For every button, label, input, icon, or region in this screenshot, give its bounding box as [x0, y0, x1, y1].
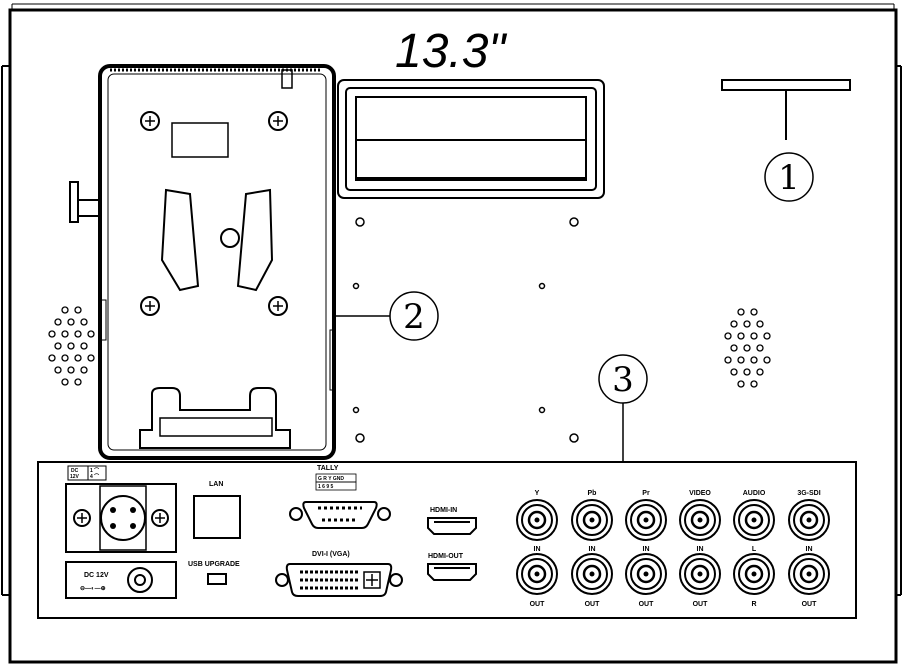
plate-screws: [140, 111, 288, 316]
hdmi-out-label: HDMI-OUT: [428, 553, 464, 560]
svg-text:DC: DC: [71, 468, 79, 474]
bnc-connector-lower[interactable]: [679, 553, 721, 595]
bnc-bottom-label: OUT: [530, 601, 546, 608]
hdmi-out-port[interactable]: [427, 563, 477, 581]
bnc-connector-lower[interactable]: [516, 553, 558, 595]
usb-label: USB UPGRADE: [188, 561, 240, 568]
bnc-connector-upper[interactable]: [733, 499, 775, 541]
tally-pin-numbers: 1 6 9 5: [318, 484, 334, 490]
dc-12v-jack[interactable]: DC 12V ⊖—◐—⊕: [65, 561, 177, 599]
v-mount-battery-plate: [69, 64, 336, 460]
svg-text:3: 3: [612, 360, 634, 400]
callout-3: 3: [598, 354, 648, 462]
bnc-bottom-label: OUT: [802, 601, 818, 608]
bnc-bottom-label: OUT: [585, 601, 601, 608]
callout-2: 2: [334, 291, 439, 341]
sun-hood-slot: [721, 79, 851, 140]
dvi-label: DVI-I (VGA): [312, 551, 350, 558]
tally-db9-port[interactable]: [289, 501, 391, 529]
bnc-connector-upper[interactable]: [571, 499, 613, 541]
left-speaker-grille: [48, 306, 95, 386]
bnc-connector-upper[interactable]: [788, 499, 830, 541]
bnc-mid-label: IN: [806, 546, 813, 553]
bnc-bottom-label: OUT: [693, 601, 709, 608]
svg-text:1: 1: [778, 158, 800, 198]
monitor-housing: [1, 3, 902, 664]
carry-handle: [337, 79, 605, 199]
svg-text:2: 2: [403, 297, 425, 337]
bnc-mid-label: IN: [643, 546, 650, 553]
right-speaker-grille: [724, 308, 771, 388]
bnc-top-label: 3G-SDI: [797, 490, 820, 497]
bnc-connector-lower[interactable]: [625, 553, 667, 595]
bnc-connector-upper[interactable]: [679, 499, 721, 541]
xlr-power-connector[interactable]: [65, 483, 177, 553]
lan-label: LAN: [209, 481, 223, 488]
bnc-mid-label: IN: [534, 546, 541, 553]
svg-text:1 ⌒: 1 ⌒: [90, 467, 99, 474]
dvi-vga-port[interactable]: [275, 563, 403, 597]
tally-label: TALLY: [317, 465, 339, 472]
bnc-connector-upper[interactable]: [625, 499, 667, 541]
tally-pin-labels: G R Y GND: [318, 476, 344, 482]
bnc-top-label: AUDIO: [743, 490, 766, 497]
bnc-mid-label: IN: [589, 546, 596, 553]
hdmi-in-label: HDMI-IN: [430, 507, 457, 514]
bnc-top-label: Y: [535, 490, 540, 497]
bnc-top-label: VIDEO: [689, 490, 711, 497]
svg-text:12V: 12V: [70, 474, 80, 480]
bnc-connector-upper[interactable]: [516, 499, 558, 541]
bnc-mid-label: IN: [697, 546, 704, 553]
bnc-bottom-label: R: [751, 601, 756, 608]
usb-upgrade-port[interactable]: [207, 573, 227, 585]
svg-text:4 ⌒: 4 ⌒: [90, 473, 99, 480]
bnc-mid-label: L: [752, 546, 757, 553]
svg-text:DC 12V: DC 12V: [84, 572, 109, 579]
hdmi-in-port[interactable]: [427, 517, 477, 535]
lan-port[interactable]: [193, 495, 241, 539]
vesa-mount-holes: [352, 217, 579, 443]
screen-size-title: 13.3": [395, 25, 507, 78]
bnc-connector-lower[interactable]: [788, 553, 830, 595]
bnc-connector-lower[interactable]: [733, 553, 775, 595]
bnc-bottom-label: OUT: [639, 601, 655, 608]
svg-text:⊖—◐—⊕: ⊖—◐—⊕: [80, 586, 106, 592]
bnc-connector-lower[interactable]: [571, 553, 613, 595]
callout-1: 1: [764, 152, 814, 202]
bnc-top-label: Pb: [588, 490, 597, 497]
io-panel: DC 12V 1 ⌒ 4 ⌒ DC 12V ⊖—◐—⊕ LAN: [37, 461, 857, 619]
bnc-top-label: Pr: [642, 490, 650, 497]
